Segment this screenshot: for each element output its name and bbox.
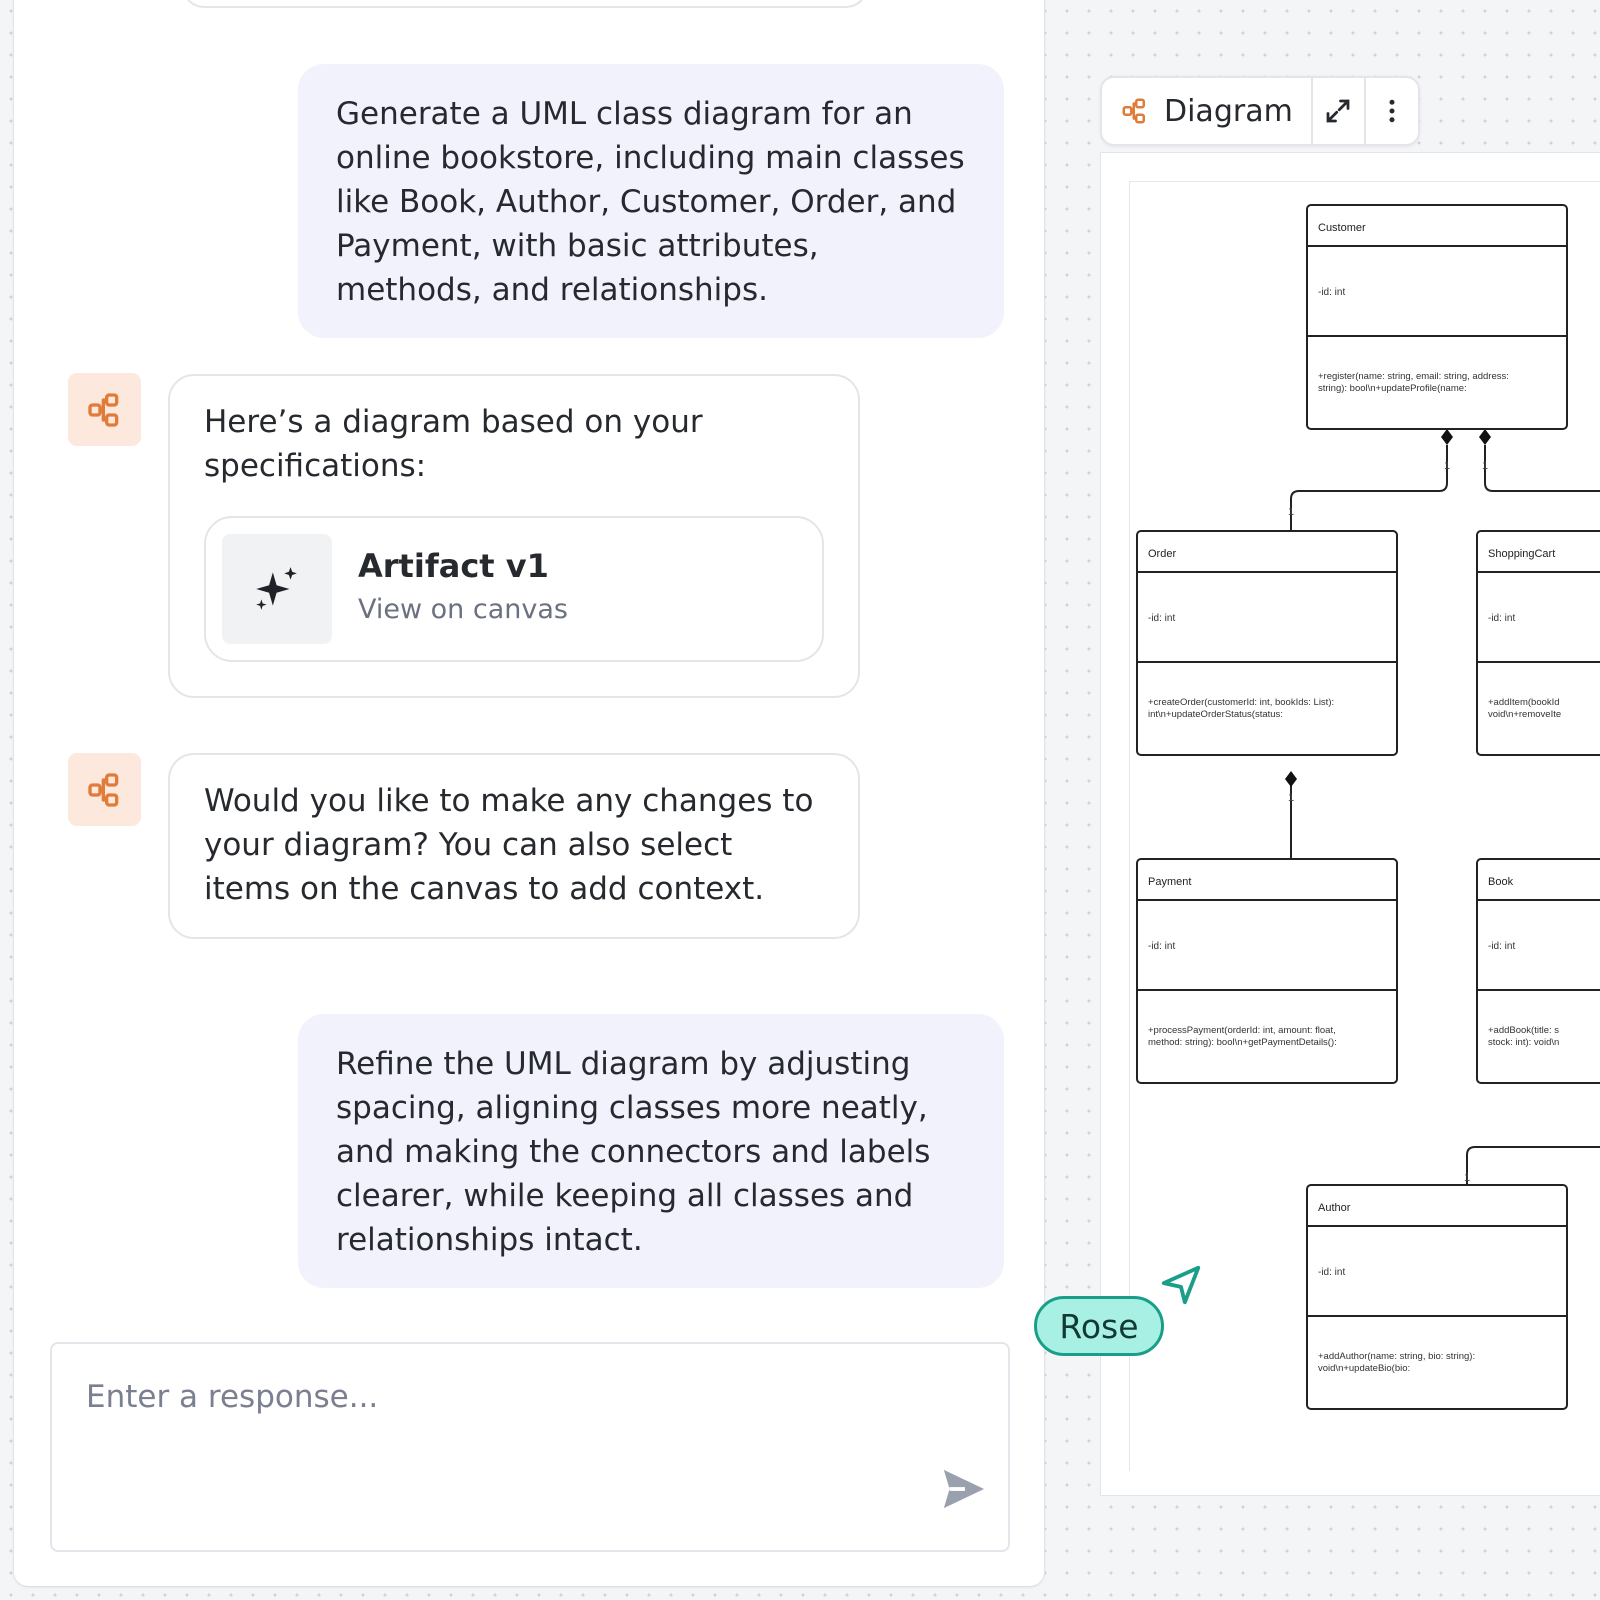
diagram-canvas[interactable]: 1 1 1 1 1 1 Customer-id: int+register(na…	[1100, 152, 1600, 1496]
expand-icon	[1326, 99, 1350, 123]
class-method: +register(name: string, email: string, a…	[1318, 371, 1509, 382]
assistant-avatar	[68, 373, 141, 446]
send-icon	[943, 1469, 985, 1509]
send-button[interactable]	[938, 1464, 988, 1514]
class-name: ShoppingCart	[1488, 548, 1555, 560]
connector-customer-right	[1484, 445, 1600, 492]
class-box	[1476, 858, 1600, 1084]
composition-diamond	[1285, 771, 1297, 787]
collaborator-cursor-icon	[1161, 1265, 1201, 1305]
class-method: +createOrder(customerId: int, bookIds: L…	[1148, 697, 1334, 708]
response-input-box[interactable]	[50, 1342, 1010, 1552]
class-method: void\n+removeIte	[1488, 709, 1561, 720]
diagram-icon	[1122, 98, 1145, 124]
artifact-title: Artifact v1	[358, 547, 549, 585]
class-attributes: -id: int	[1488, 941, 1515, 952]
user-message: Generate a UML class diagram for an onli…	[298, 64, 1004, 338]
sparkle-icon	[256, 567, 297, 610]
class-attributes: -id: int	[1148, 941, 1175, 952]
class-box	[1306, 1184, 1568, 1410]
multiplicity-label: 1	[1444, 460, 1450, 472]
collaborator-name: Rose	[1059, 1306, 1139, 1346]
class-box	[1306, 204, 1568, 430]
multiplicity-label: 1	[1482, 460, 1488, 472]
class-box	[1136, 530, 1398, 756]
uml-class-diagram: 1 1 1 1 1 1 Customer-id: int+register(na…	[1136, 204, 1600, 1410]
uml-class-customer[interactable]: Customer -id: int +register(name: string, …	[1306, 204, 1568, 430]
class-attributes: -id: int	[1318, 1267, 1345, 1278]
expand-button[interactable]	[1313, 78, 1366, 144]
class-name: Customer	[1318, 222, 1366, 234]
multiplicity-label: 1	[1288, 506, 1294, 518]
chat-panel: Generate a UML class diagram for an onli…	[14, 0, 1044, 1586]
connectors	[1290, 445, 1600, 1211]
class-attributes: -id: int	[1148, 613, 1175, 624]
uml-class-shoppingcart[interactable]: ShoppingCart -id: int +addItem(bookIdvoid\…	[1476, 530, 1600, 756]
class-name: Order	[1148, 548, 1176, 560]
connector-customer-order	[1290, 445, 1448, 543]
diagram-label[interactable]: Diagram	[1102, 78, 1313, 144]
class-box	[1476, 530, 1600, 756]
collaborator-name-tag: Rose	[1034, 1296, 1164, 1356]
multiplicity-label: 1	[1288, 792, 1294, 804]
class-method: +processPayment(orderId: int, amount: fl…	[1148, 1025, 1336, 1036]
class-method: void\n+updateBio(bio:	[1318, 1363, 1410, 1374]
class-method: +addAuthor(name: string, bio: string):	[1318, 1351, 1475, 1362]
user-message: Refine the UML diagram by adjusting spac…	[298, 1014, 1004, 1288]
composition-diamond	[1441, 429, 1453, 445]
message-text: Refine the UML diagram by adjusting spac…	[336, 1046, 931, 1258]
assistant-avatar	[68, 753, 141, 826]
assistant-message: Here’s a diagram based on your specifica…	[168, 374, 860, 698]
connector-author-up	[1466, 1146, 1600, 1211]
multiplicity-label: 1	[1464, 1172, 1470, 1184]
diagram-toolbar: Diagram	[1100, 76, 1420, 146]
diagram-label-text: Diagram	[1164, 93, 1293, 129]
class-method: method: string): bool\n+getPaymentDetail…	[1148, 1037, 1337, 1048]
response-input[interactable]	[86, 1372, 906, 1422]
diagram-page	[1129, 181, 1600, 1471]
artifact-card[interactable]: Artifact v1 View on canvas	[204, 516, 824, 662]
class-method: stock: int): void\n	[1488, 1037, 1559, 1048]
uml-class-payment[interactable]: Payment -id: int +processPayment(orderId: …	[1136, 858, 1398, 1084]
class-attributes: -id: int	[1318, 287, 1345, 298]
class-attributes: -id: int	[1488, 613, 1515, 624]
composition-diamonds	[1285, 429, 1491, 787]
diagram-icon	[87, 772, 118, 807]
message-text: Would you like to make any changes to yo…	[204, 783, 814, 907]
uml-class-order[interactable]: Order -id: int +createOrder(customerId: in…	[1136, 530, 1398, 756]
previous-message-edge	[182, 0, 868, 8]
view-on-canvas-link[interactable]: View on canvas	[358, 594, 568, 625]
uml-class-author[interactable]: Author -id: int +addAuthor(name: string, b…	[1306, 1184, 1568, 1410]
class-method: int\n+updateOrderStatus(status:	[1148, 709, 1283, 720]
message-text: Generate a UML class diagram for an onli…	[336, 96, 965, 308]
assistant-message: Would you like to make any changes to yo…	[168, 753, 860, 939]
message-text: Here’s a diagram based on your specifica…	[204, 404, 703, 484]
artifact-thumbnail	[222, 534, 332, 644]
diagram-icon	[87, 392, 118, 427]
more-options-button[interactable]	[1366, 78, 1418, 144]
class-method: +addBook(title: s	[1488, 1025, 1559, 1036]
composition-diamond	[1479, 429, 1491, 445]
class-name: Book	[1488, 876, 1514, 888]
class-box	[1136, 858, 1398, 1084]
class-name: Payment	[1148, 876, 1191, 888]
class-method: string): bool\n+updateProfile(name:	[1318, 383, 1467, 394]
class-name: Author	[1318, 1202, 1351, 1214]
more-vertical-icon	[1389, 99, 1395, 123]
class-method: +addItem(bookId	[1488, 697, 1560, 708]
